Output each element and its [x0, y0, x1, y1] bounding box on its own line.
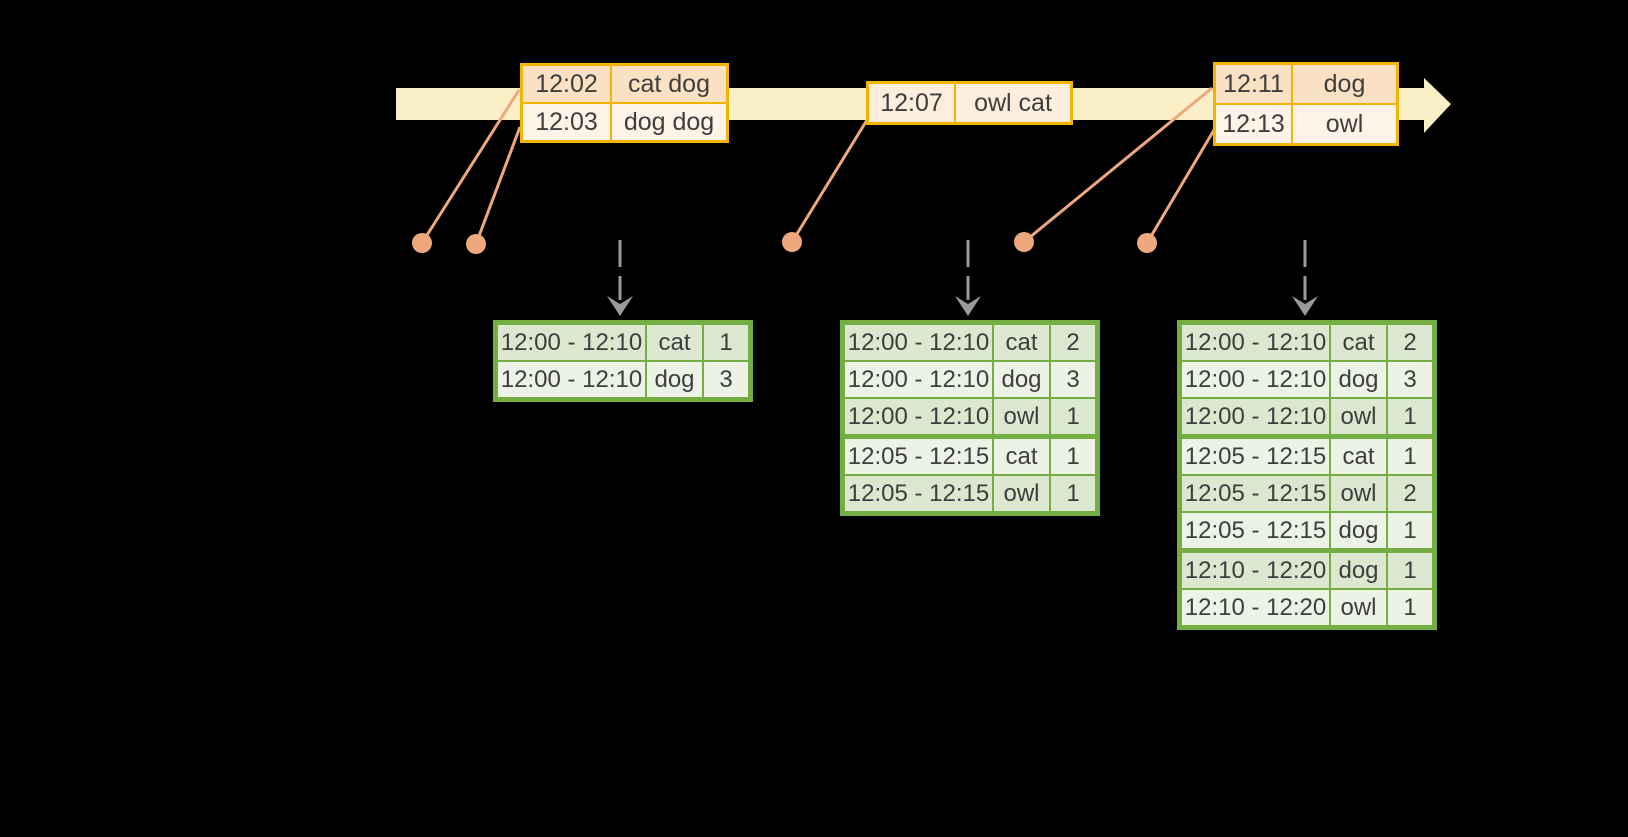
word-cell: dog [1331, 362, 1386, 397]
event-words: dog dog [612, 104, 726, 140]
result-table-2: 12:00 - 12:10 cat 2 12:00 - 12:10 dog 3 … [840, 320, 1100, 516]
word-cell: cat [647, 325, 702, 360]
window-cell: 12:05 - 12:15 [845, 476, 992, 511]
event-dot [412, 233, 432, 253]
word-cell: owl [1331, 590, 1386, 625]
word-cell: cat [994, 325, 1049, 360]
window-cell: 12:00 - 12:10 [498, 325, 645, 360]
window-cell: 12:00 - 12:10 [1182, 362, 1329, 397]
word-cell: dog [1331, 553, 1386, 588]
window-cell: 12:05 - 12:15 [1182, 476, 1329, 511]
window-cell: 12:10 - 12:20 [1182, 553, 1329, 588]
window-group-separator [1182, 436, 1432, 437]
event-connector-line [1145, 129, 1216, 244]
window-cell: 12:05 - 12:15 [1182, 439, 1329, 474]
word-cell: cat [1331, 325, 1386, 360]
event-words: dog [1293, 65, 1396, 103]
word-cell: cat [1331, 439, 1386, 474]
word-cell: owl [994, 476, 1049, 511]
event-time: 12:07 [869, 84, 954, 122]
count-cell: 2 [1051, 325, 1095, 360]
count-cell: 3 [704, 362, 748, 397]
event-words: owl cat [956, 84, 1070, 122]
count-cell: 1 [1388, 553, 1432, 588]
event-time: 12:02 [523, 66, 610, 102]
window-group-separator [1182, 550, 1432, 551]
count-cell: 1 [1388, 513, 1432, 548]
window-cell: 12:00 - 12:10 [845, 325, 992, 360]
event-time: 12:11 [1216, 65, 1291, 103]
event-table-2: 12:07 owl cat [866, 81, 1073, 125]
event-time: 12:13 [1216, 105, 1291, 143]
window-cell: 12:10 - 12:20 [1182, 590, 1329, 625]
window-cell: 12:00 - 12:10 [845, 399, 992, 434]
count-cell: 1 [1051, 439, 1095, 474]
window-cell: 12:05 - 12:15 [845, 439, 992, 474]
result-table-3: 12:00 - 12:10 cat 2 12:00 - 12:10 dog 3 … [1177, 320, 1437, 630]
window-cell: 12:00 - 12:10 [498, 362, 645, 397]
event-dot [1137, 233, 1157, 253]
window-cell: 12:00 - 12:10 [1182, 325, 1329, 360]
count-cell: 1 [1388, 439, 1432, 474]
event-dot [1014, 232, 1034, 252]
trigger-arrow-icon [955, 296, 981, 316]
event-connector-line [790, 119, 869, 243]
event-table-1: 12:02 cat dog 12:03 dog dog [520, 63, 729, 143]
timeline-arrowhead-icon [1424, 78, 1451, 133]
event-dot [782, 232, 802, 252]
count-cell: 1 [704, 325, 748, 360]
count-cell: 2 [1388, 325, 1432, 360]
trigger-arrow-icon [1292, 296, 1318, 316]
event-connector-line [474, 126, 522, 245]
result-table-1: 12:00 - 12:10 cat 1 12:00 - 12:10 dog 3 [493, 320, 753, 402]
window-group-separator [845, 436, 1095, 437]
word-cell: dog [994, 362, 1049, 397]
event-words: cat dog [612, 66, 726, 102]
count-cell: 1 [1388, 590, 1432, 625]
window-cell: 12:00 - 12:10 [1182, 399, 1329, 434]
word-cell: owl [1331, 476, 1386, 511]
event-words: owl [1293, 105, 1396, 143]
word-cell: dog [647, 362, 702, 397]
word-cell: cat [994, 439, 1049, 474]
count-cell: 3 [1051, 362, 1095, 397]
count-cell: 2 [1388, 476, 1432, 511]
event-connector-line [1023, 86, 1213, 244]
count-cell: 1 [1388, 399, 1432, 434]
word-cell: owl [994, 399, 1049, 434]
event-time: 12:03 [523, 104, 610, 140]
window-cell: 12:05 - 12:15 [1182, 513, 1329, 548]
event-dot [466, 234, 486, 254]
trigger-arrow-icon [607, 296, 633, 316]
count-cell: 3 [1388, 362, 1432, 397]
event-connector-line [420, 89, 521, 244]
word-cell: owl [1331, 399, 1386, 434]
window-cell: 12:00 - 12:10 [845, 362, 992, 397]
count-cell: 1 [1051, 476, 1095, 511]
event-table-3: 12:11 dog 12:13 owl [1213, 62, 1399, 146]
count-cell: 1 [1051, 399, 1095, 434]
word-cell: dog [1331, 513, 1386, 548]
